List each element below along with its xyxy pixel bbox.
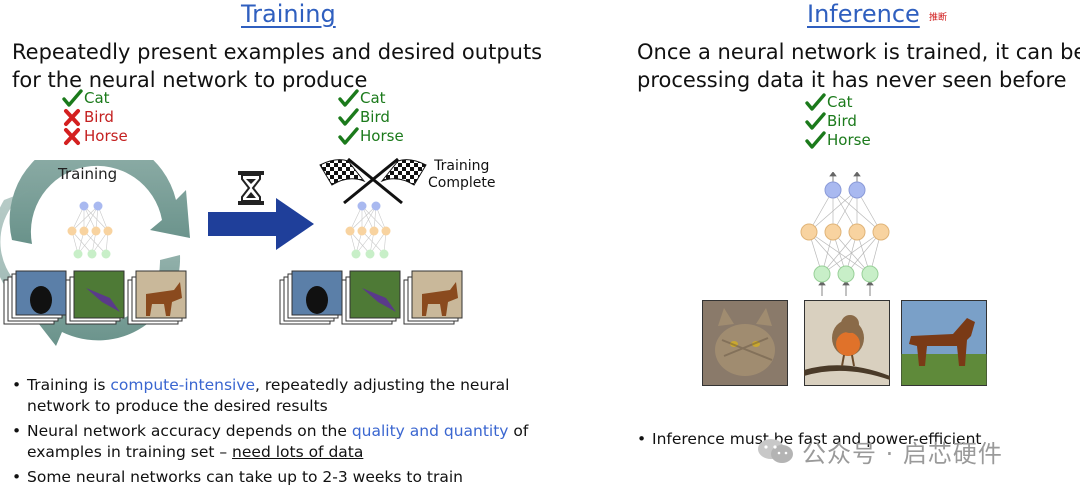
training-intro: Repeatedly present examples and desired … (12, 38, 542, 94)
horse-image-stack (127, 270, 187, 325)
checkered-flags-icon (319, 157, 427, 205)
bird-image-stack (341, 270, 401, 325)
cycle-label: Training (58, 165, 118, 183)
training-before-labels: Cat Bird Horse (62, 89, 128, 146)
inference-labels: Cat Bird Horse (805, 93, 871, 150)
inference-intro: Once a neural network is trained, it can… (637, 38, 1080, 94)
check-icon (338, 127, 359, 145)
cross-icon (64, 128, 80, 145)
after-label-horse: Horse (338, 127, 404, 146)
watermark-text: 公众号 · 启芯硬件 (802, 440, 1003, 468)
training-bullet-1: Training is compute-intensive, repeatedl… (12, 375, 528, 417)
inference-label-horse: Horse (805, 131, 871, 150)
after-label-cat: Cat (338, 89, 404, 108)
inference-title: Inference (807, 0, 920, 28)
training-intro-line-1: Repeatedly present examples and desired … (12, 40, 543, 64)
trained-network-icon (345, 201, 391, 259)
training-complete-label: Training Complete (428, 158, 496, 191)
hourglass-icon (238, 171, 264, 205)
before-label-bird: Bird (62, 108, 128, 127)
check-icon (62, 89, 83, 107)
progress-arrow-icon (208, 198, 314, 250)
horse-photo (901, 300, 987, 386)
inference-intro-line-1: Once a neural network is trained, it can… (637, 40, 1080, 64)
training-bullet-3: Some neural networks can take up to 2-3 … (12, 467, 528, 488)
cat-image-stack (279, 270, 343, 325)
cat-photo (702, 300, 788, 386)
cat-image-stack (3, 270, 67, 325)
training-after-labels: Cat Bird Horse (338, 89, 404, 146)
after-label-bird: Bird (338, 108, 404, 127)
inference-intro-line-2: processing data it has never seen before (637, 68, 1067, 92)
cross-icon (64, 109, 80, 126)
before-label-cat: Cat (62, 89, 128, 108)
check-icon (338, 108, 359, 126)
training-network-icon (67, 201, 113, 259)
bird-image-stack (65, 270, 125, 325)
inference-label-bird: Bird (805, 112, 871, 131)
check-icon (805, 131, 826, 149)
training-bullet-2: Neural network accuracy depends on the q… (12, 421, 528, 463)
inference-network-icon (800, 172, 890, 296)
training-intro-line-2: for the neural network to produce (12, 68, 368, 92)
wechat-logo-icon (758, 439, 793, 463)
training-title: Training (241, 0, 336, 28)
check-icon (338, 89, 359, 107)
horse-image-stack (403, 270, 463, 325)
training-bullet-list: Training is compute-intensive, repeatedl… (12, 375, 528, 492)
inference-bullet-list: Inference must be fast and power-efficie… (637, 429, 982, 454)
check-icon (805, 112, 826, 130)
before-label-horse: Horse (62, 127, 128, 146)
inference-label-cat: Cat (805, 93, 871, 112)
inference-bullet-1: Inference must be fast and power-efficie… (637, 429, 982, 450)
training-image-stacks (3, 270, 187, 325)
check-icon (805, 93, 826, 111)
trained-image-stacks (279, 270, 463, 325)
inference-title-note: 推断 (929, 13, 948, 23)
bird-photo (804, 300, 890, 386)
